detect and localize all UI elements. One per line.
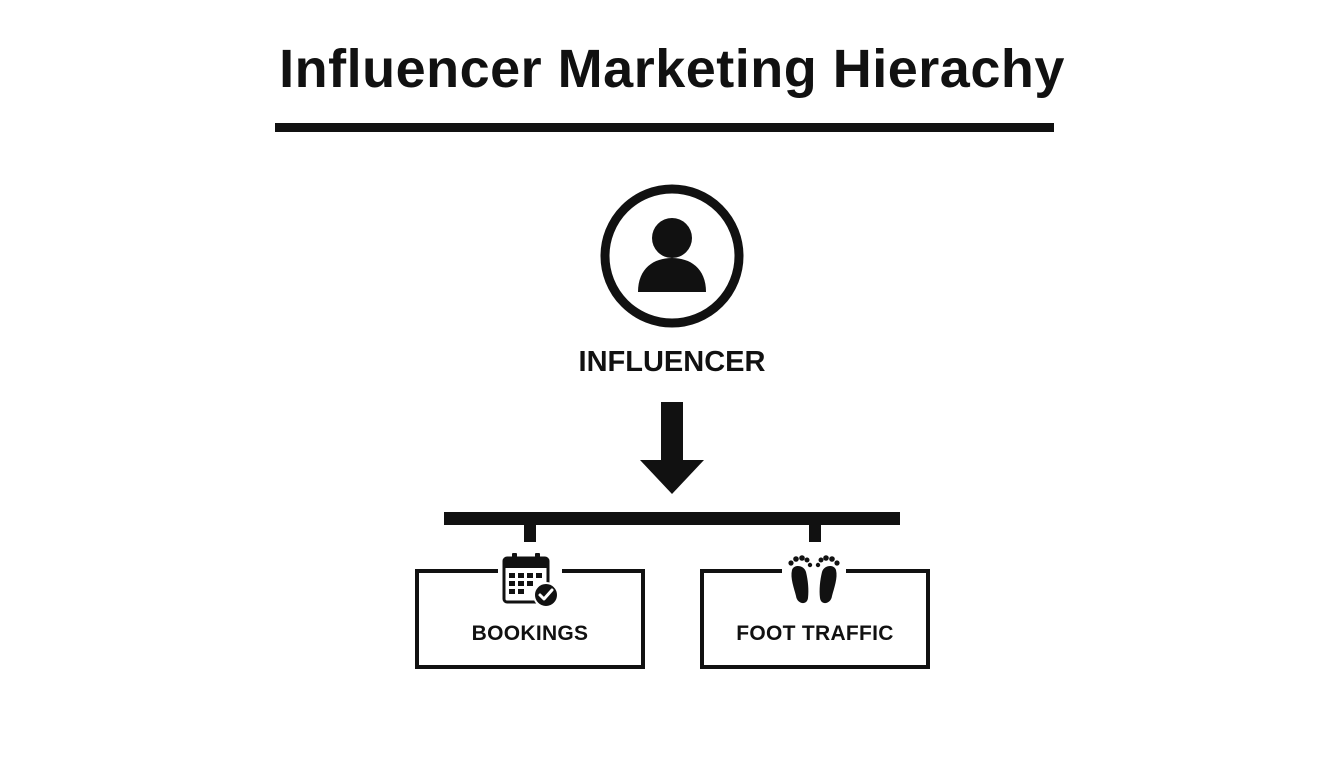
calendar-check-icon xyxy=(498,550,562,610)
connector-stub-right xyxy=(809,522,821,542)
child-node-label: BOOKINGS xyxy=(471,622,589,645)
root-node-label: INFLUENCER xyxy=(578,346,766,378)
down-arrow-icon xyxy=(640,402,704,494)
title-underline xyxy=(275,123,1054,132)
child-node-label: FOOT TRAFFIC xyxy=(736,622,894,645)
connector-bar xyxy=(444,512,900,525)
page-title: Influencer Marketing Hierachy xyxy=(279,39,1065,99)
user-icon xyxy=(600,184,744,328)
footprints-icon xyxy=(782,548,846,612)
connector-stub-left xyxy=(524,522,536,542)
